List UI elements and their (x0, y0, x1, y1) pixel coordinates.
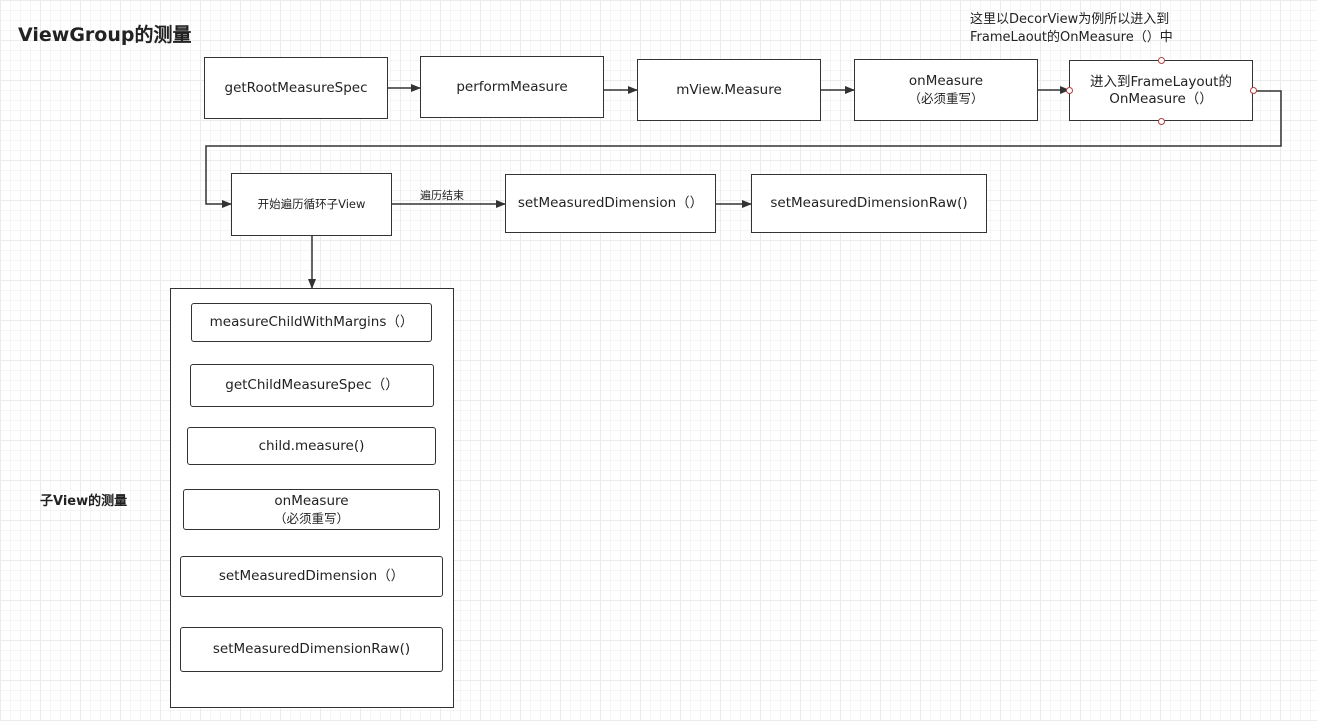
node-measurechildwithmargins[interactable]: measureChildWithMargins（） (191, 303, 432, 342)
node-getrootmeasurespec[interactable]: getRootMeasureSpec (204, 57, 388, 119)
node-label-line1: 进入到FrameLayout的 (1090, 73, 1232, 90)
node-label: getChildMeasureSpec（） (225, 377, 399, 393)
node-label: child.measure() (258, 437, 365, 454)
selection-handle-top[interactable] (1158, 57, 1165, 64)
node-label: 开始遍历循环子View (257, 197, 366, 211)
annotation-note: 这里以DecorView为例所以进入到FrameLaout的OnMeasure（… (970, 12, 1173, 45)
node-label-line2: OnMeasure（） (1109, 90, 1213, 107)
node-label-line1: onMeasure (908, 73, 984, 89)
node-getchildmeasurespec[interactable]: getChildMeasureSpec（） (190, 364, 434, 407)
node-child-setmeasureddimensionraw[interactable]: setMeasuredDimensionRaw() (180, 627, 443, 672)
node-loop-children[interactable]: 开始遍历循环子View (231, 173, 392, 236)
selection-handle-left[interactable] (1066, 87, 1073, 94)
child-measure-title: 子View的测量 (40, 494, 128, 509)
node-label: getRootMeasureSpec (224, 79, 368, 96)
edge-label-loop-end: 遍历结束 (420, 189, 464, 202)
node-mview-measure[interactable]: mView.Measure (637, 59, 821, 121)
node-child-setmeasureddimension[interactable]: setMeasuredDimension（） (180, 556, 443, 597)
node-label-line2: （必须重写） (908, 91, 984, 106)
node-onmeasure[interactable]: onMeasure （必须重写） (854, 59, 1038, 121)
node-performmeasure[interactable]: performMeasure (420, 56, 604, 118)
node-child-measure[interactable]: child.measure() (187, 427, 436, 465)
selection-handle-right[interactable] (1250, 87, 1257, 94)
node-label: performMeasure (456, 78, 568, 95)
arrow-framelayout-to-loop (205, 90, 1282, 208)
selection-handle-bottom[interactable] (1158, 118, 1165, 125)
node-child-onmeasure[interactable]: onMeasure （必须重写） (183, 489, 440, 530)
node-setmeasureddimension[interactable]: setMeasuredDimension（） (505, 174, 716, 233)
node-label: measureChildWithMargins（） (209, 314, 414, 330)
node-label-line2: （必须重写） (273, 510, 349, 526)
node-framelayout-onmeasure[interactable]: 进入到FrameLayout的 OnMeasure（） (1069, 60, 1253, 121)
node-label: setMeasuredDimension（） (218, 568, 405, 584)
page-title: ViewGroup的测量 (18, 24, 192, 46)
node-label: setMeasuredDimensionRaw() (770, 195, 968, 211)
node-label: mView.Measure (676, 81, 782, 98)
node-label-line1: onMeasure (274, 492, 349, 509)
node-label: setMeasuredDimensionRaw() (212, 641, 411, 657)
node-setmeasureddimensionraw[interactable]: setMeasuredDimensionRaw() (751, 174, 987, 233)
node-label: setMeasuredDimension（） (517, 195, 704, 211)
